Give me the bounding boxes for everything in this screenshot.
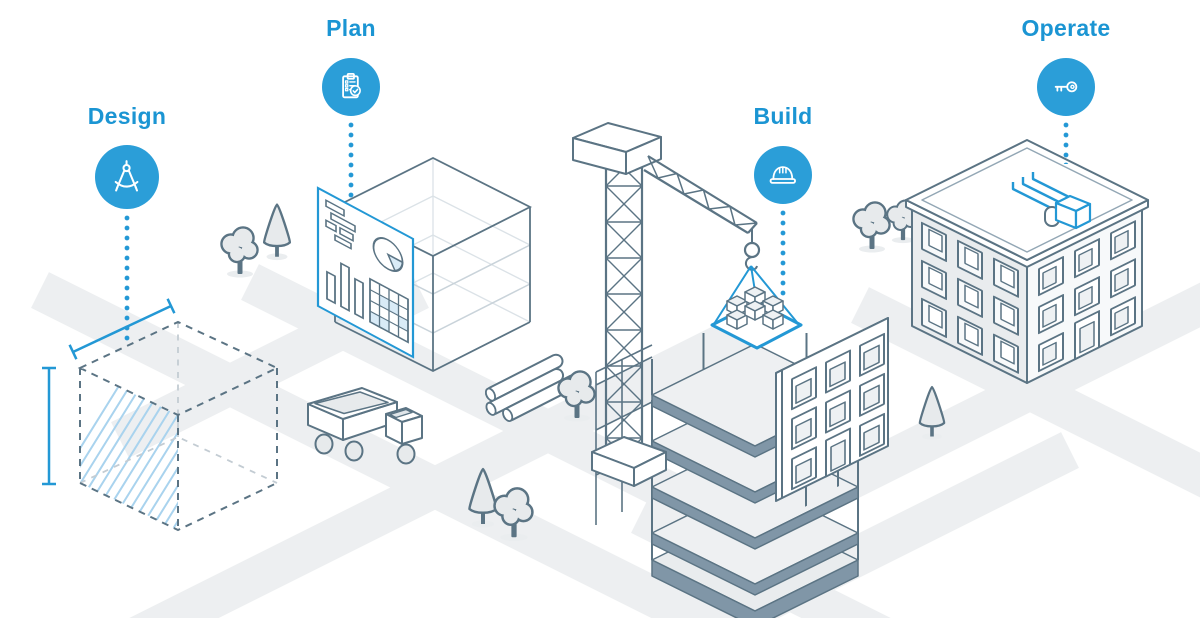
- stage-build: Build: [723, 102, 843, 298]
- stage-badge-build[interactable]: [754, 146, 812, 204]
- clipboard-check-icon: [342, 73, 362, 99]
- pie-chart: [372, 237, 404, 272]
- stage-label-operate: Operate: [1021, 15, 1111, 41]
- hard-hat-icon: [769, 166, 797, 184]
- key-icon: [1054, 81, 1078, 93]
- connector-dotted-line: [124, 213, 130, 345]
- stage-label-design: Design: [87, 103, 167, 129]
- round-tree: [852, 201, 891, 254]
- connector-dotted-line: [780, 208, 786, 298]
- stage-design: Design: [67, 102, 187, 345]
- rooftop-hvac-unit: [1011, 172, 1092, 230]
- scaffolding: [595, 344, 653, 525]
- tower-crane: [572, 122, 803, 487]
- analytics-panel-cube: [316, 156, 532, 373]
- design-sketch-cube: [42, 298, 280, 532]
- gantt-chart: [325, 199, 356, 250]
- dump-truck: [307, 387, 423, 465]
- stage-label-plan: Plan: [326, 15, 376, 41]
- crane-counterweight: [572, 122, 662, 175]
- data-table: [369, 277, 409, 344]
- dimension-lines: [42, 298, 176, 486]
- bar-chart: [326, 261, 364, 320]
- crane-base: [591, 436, 667, 487]
- drafting-compass-icon: [115, 160, 139, 192]
- stage-plan: Plan: [291, 14, 411, 198]
- crane-hook: [744, 256, 758, 271]
- completed-building: [905, 139, 1149, 384]
- facade-panel: [775, 317, 889, 507]
- stage-badge-operate[interactable]: [1037, 58, 1095, 116]
- stage-label-build: Build: [753, 103, 813, 129]
- stage-badge-plan[interactable]: [322, 58, 380, 116]
- pine-tree: [262, 203, 292, 262]
- stage-operate: Operate: [1006, 14, 1126, 164]
- round-tree: [220, 226, 259, 279]
- stage-badge-design[interactable]: [95, 145, 159, 209]
- crane-load-platform: [710, 265, 803, 350]
- connector-dotted-line: [348, 120, 354, 198]
- connector-dotted-line: [1063, 120, 1069, 164]
